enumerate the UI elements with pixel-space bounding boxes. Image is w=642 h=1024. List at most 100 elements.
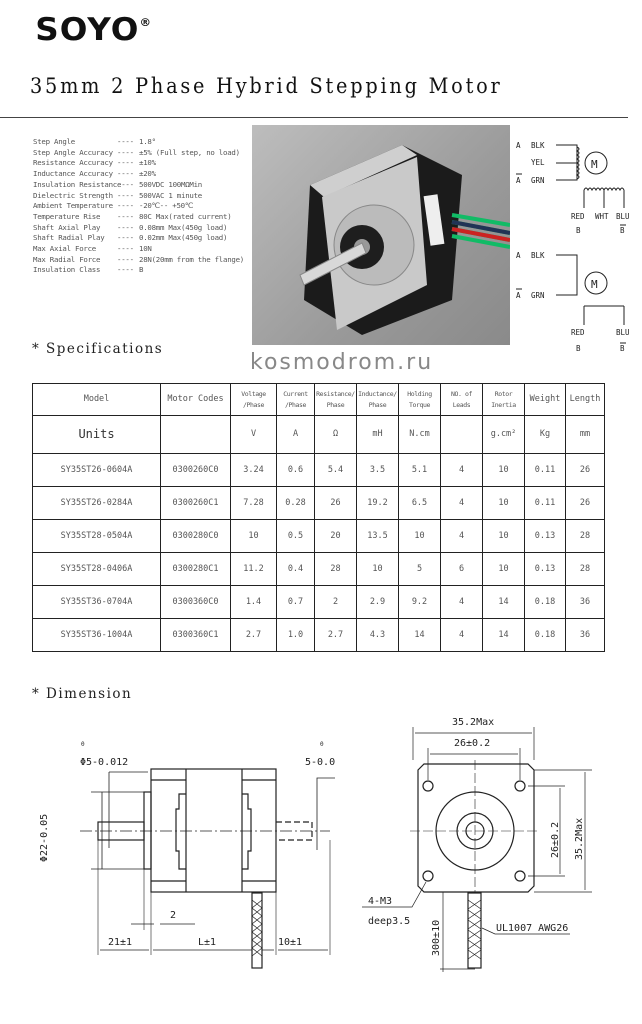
spec-key: Shaft Radial Play [33,233,105,243]
spec-separator: ---- [117,147,134,157]
column-header: Motor Codes [160,383,231,416]
spec-separator: ---- [117,222,134,232]
unit-cell: g.cm² [482,415,525,454]
shaft-tolerance-top: 0 [81,741,85,748]
table-cell: SY35ST28-0504A [32,519,161,553]
table-cell: 2.7 [314,618,357,652]
spec-row: Max Radial Force----28N(20mm from the fl… [33,255,244,266]
table-cell: 4 [440,585,483,619]
table-cell: 14 [482,618,525,652]
boss-diameter-label: Φ22-0.05 [39,814,50,862]
column-header-line: Holding [407,389,432,398]
spec-key: Shaft Axial Play [33,222,101,232]
table-cell: 5.1 [398,453,441,487]
table-cell: 4 [440,486,483,520]
column-header-line: Voltage [241,389,266,398]
spec-row: Dielectric Strength----500VAC 1 minute [33,191,244,202]
column-header-line: /Phase [242,400,265,409]
wiring-diagrams: A A BLK YEL GRN M RED WHT BLU B B A A BL… [516,141,630,353]
spec-separator: ---- [117,137,134,146]
table-cell: 0300260C0 [160,453,231,487]
column-header: Resistance/Phase [314,383,357,416]
column-header-line: Resistance/ [316,389,355,398]
phase-a-label: A [516,251,521,260]
column-header-line: Inertia [491,400,516,409]
table-cell: 2.9 [356,585,399,619]
height-max-label: 35.2Max [574,818,585,860]
column-header: Length [565,383,605,416]
table-cell: SY35ST28-0406A [32,552,161,586]
column-header-line: Rotor [494,389,513,398]
spec-row: Insulation Resistance----500VDC 100MΩMin [33,180,244,191]
table-cell: 0.18 [524,618,566,652]
table-cell: 28 [565,519,605,553]
spec-row: Shaft Axial Play----0.08mm Max(450g load… [33,223,244,234]
spec-key: Ambient Temperature [33,201,113,211]
unit-cell: mm [565,415,605,454]
spec-value: 10N [139,244,152,254]
table-cell: 26 [565,486,605,520]
wire-blk: BLK [531,251,545,260]
wire-grn: GRN [531,291,545,300]
brand-logo: SOYO® [35,12,152,48]
table-cell: 0.7 [276,585,315,619]
table-cell: 0.5 [276,519,315,553]
unit-cell [440,415,483,454]
four-lead-wiring: A A BLK GRN M RED BLU B B [516,251,630,353]
phase-a-bar-label: A [516,176,521,185]
column-header-line: Inductance/ [358,389,397,398]
table-cell: 6 [440,552,483,586]
spec-key: Step Angle [33,137,75,146]
registered-mark: ® [139,16,153,29]
brand-name: SOYO [35,12,140,48]
phase-b-label: B [576,226,581,235]
table-cell: SY35ST36-1004A [32,618,161,652]
width-max-label: 35.2Max [452,717,494,728]
boss-length-label: 2 [170,910,176,921]
spec-row: Step Angle Accuracy----±5% (Full step, n… [33,148,244,159]
table-cell: 0.18 [524,585,566,619]
table-cell: 10 [230,519,277,553]
shaft-diameter-label: Φ5-0.012 [80,757,128,768]
wire-grn: GRN [531,176,545,185]
lead-length-label: 300±10 [431,920,442,956]
mount-holes-label: 4-M3 [368,896,392,907]
table-cell: 0.13 [524,552,566,586]
unit-cell: N.cm [398,415,441,454]
column-header-line: NO. of [450,389,473,398]
spec-value: B [139,265,144,275]
phase-a-label: A [516,141,521,150]
table-cell: 10 [482,552,525,586]
spec-row: Insulation Class----B [33,265,244,276]
table-cell: 0.11 [524,453,566,487]
spec-key: Max Radial Force [33,254,101,264]
column-header-line: Motor Codes [167,394,224,404]
spec-separator: ---- [117,254,134,264]
table-cell: 28 [314,552,357,586]
wire-blk: BLK [531,141,545,150]
column-header-line: Weight [529,394,561,404]
column-header-line: Phase [368,400,387,409]
six-lead-wiring: A A BLK YEL GRN M RED WHT BLU B B [516,141,630,235]
general-specs-list: Step Angle----1.8°Step Angle Accuracy---… [33,137,244,276]
side-view-drawing: 0 Φ5-0.012 0 5-0.0 Φ22-0.05 2 21±1 L±1 1… [39,741,335,969]
spec-key: Insulation Resistance [33,179,122,189]
table-cell: SY35ST26-0284A [32,486,161,520]
table-cell: SY35ST26-0604A [32,453,161,487]
wire-blu: BLU [616,212,630,221]
spec-separator: ---- [117,265,134,275]
unit-cell: Kg [524,415,566,454]
column-header: Current/Phase [276,383,315,416]
spec-key: Dielectric Strength [33,190,113,200]
unit-cell: Ω [314,415,357,454]
table-cell: 4.3 [356,618,399,652]
wire-spec-label: UL1007 AWG26 [496,923,568,934]
